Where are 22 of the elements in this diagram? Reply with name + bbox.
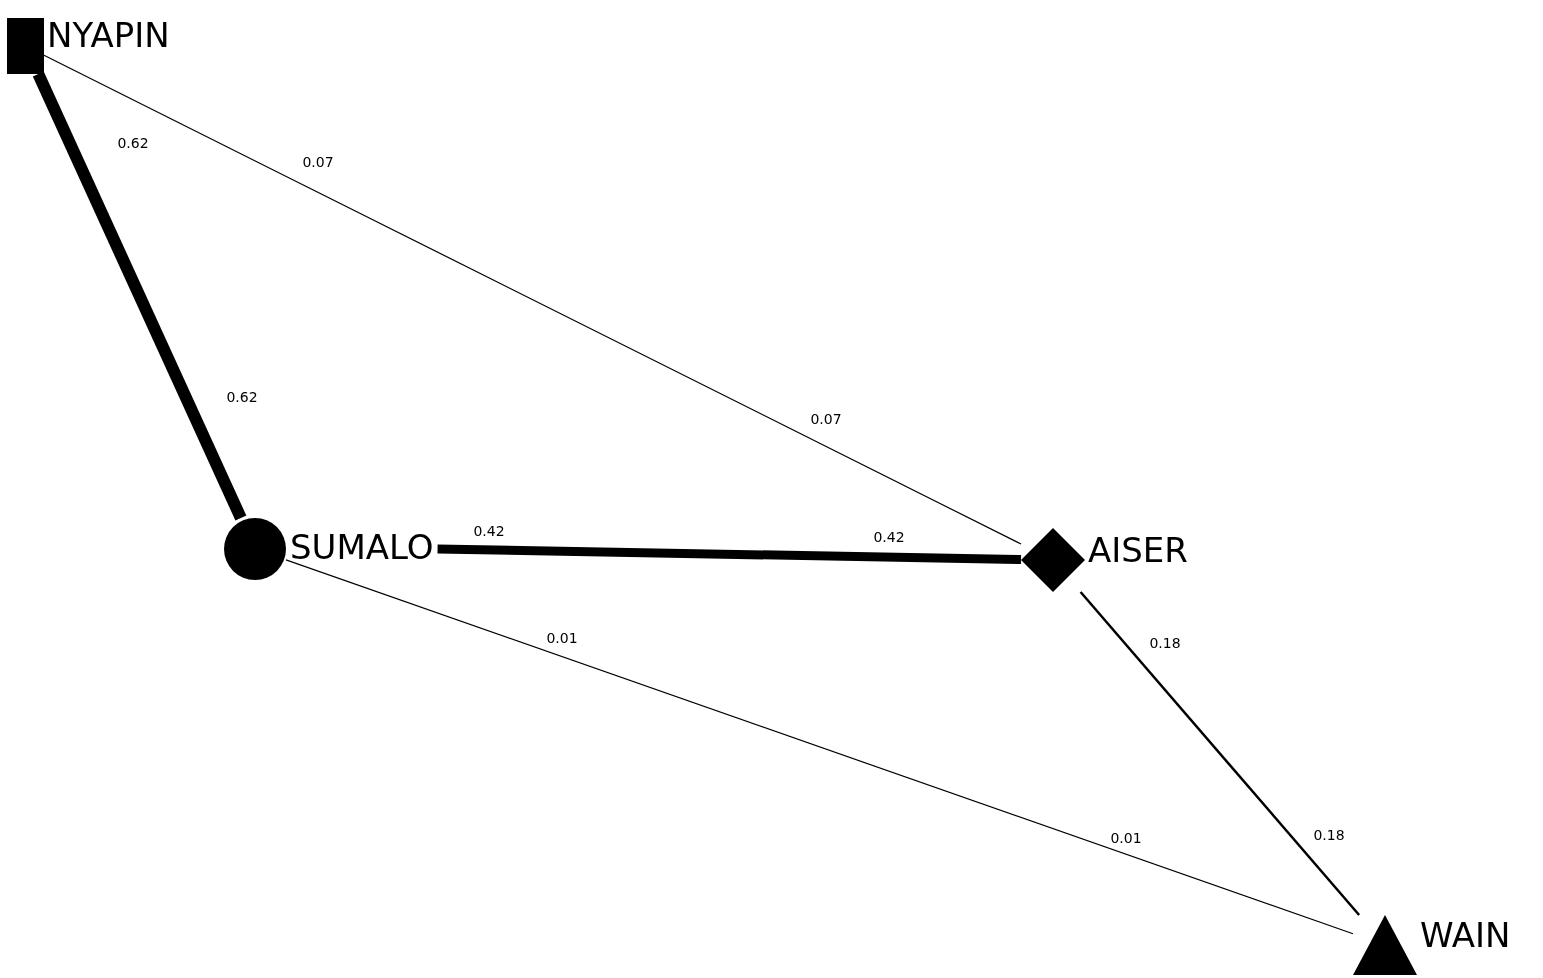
edge-label: 0.01 [546,631,578,645]
node-label: SUMALO [290,530,434,564]
connector-line [437,544,1022,565]
triangle-node [1353,915,1417,975]
edge-label: 0.42 [473,524,505,538]
node-label: WAIN [1420,918,1511,952]
weight-label: 0.07 [810,412,842,426]
connector-line [1079,591,1361,916]
edge-label: 0.62 [117,136,149,150]
weight-label: 0.01 [1110,831,1142,845]
weight-label: 0.42 [873,530,905,544]
square-node [7,18,44,74]
connector-line [43,54,1022,545]
weight-label: 0.62 [226,390,258,404]
edge-label: 0.07 [302,155,334,169]
node-label: NYAPIN [47,18,170,52]
diamond-node [1021,528,1085,592]
connector-line [285,559,1354,935]
node-label: AISER [1088,533,1188,567]
circle-node [224,518,286,580]
edge-label: 0.18 [1149,636,1181,650]
weight-label: 0.18 [1313,828,1345,842]
